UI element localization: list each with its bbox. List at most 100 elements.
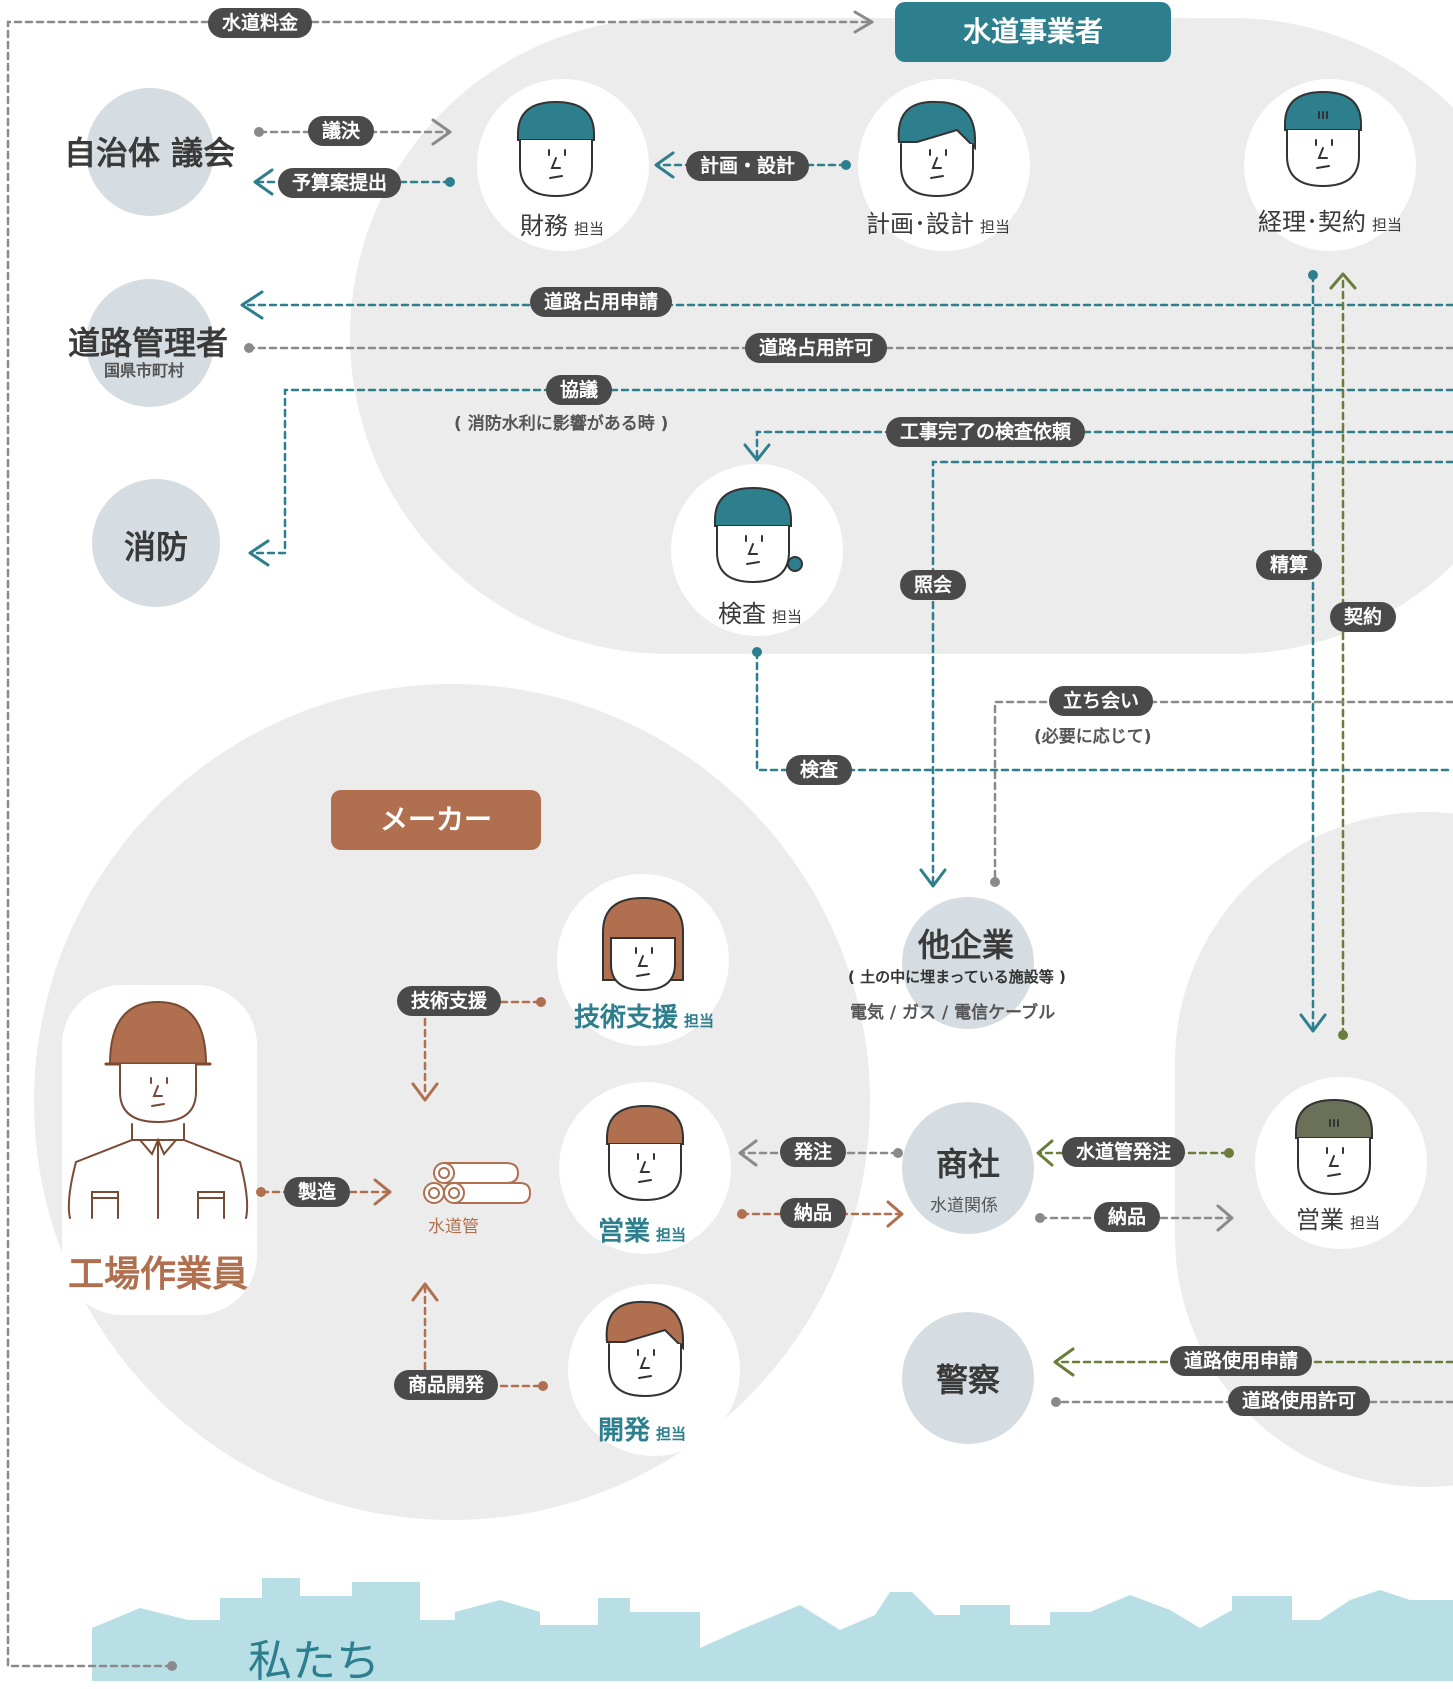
arrow-gijutsu [411,1082,439,1102]
pill-kensa: 検査 [786,755,853,785]
eigyo-maker-person-icon [606,1104,684,1202]
dot-suidokan-hatchu [1224,1148,1234,1158]
dot-us [167,1661,177,1671]
eigyo-right-person-icon [1295,1098,1373,1196]
arrow-kyogi [248,539,270,567]
doro-circle [86,279,214,407]
dot-keiyaku [1338,1030,1348,1040]
keiri-name: 経理･契約担当 [1258,208,1403,236]
line-kyogi [253,388,1453,555]
dot-hatchu [893,1148,903,1158]
pill-doro-kyoka: 道路占用許可 [745,333,888,363]
pill-gijutsu-shien: 技術支援 [397,986,502,1016]
pill-seisan: 精算 [1256,550,1323,580]
suidokan-label: 水道管 [428,1217,479,1237]
tagigyo-sub2: 電気 / ガス / 電信ケーブル [850,1003,1056,1023]
dot-yosanan [445,177,455,187]
watashitachi-label: 私たち [248,1636,380,1687]
dot-doro-kyoka [244,343,254,353]
kojo-label: 工場作業員 [68,1254,249,1295]
arrow-shokai [919,868,947,888]
pill-tachiai: 立ち会い [1049,686,1154,716]
dot-nohin1 [737,1209,747,1219]
arrow-shohin [411,1282,439,1302]
dot-shohin [538,1381,548,1391]
arrow-suido-ryokin [853,10,874,34]
doro-sub-label: 国県市町村 [104,361,185,380]
kyogi-note: ( 消防水利に影響がある時 ) [454,414,669,434]
shosha-sub: 水道関係 [930,1196,998,1216]
tagigyo-circle [902,897,1034,1029]
maker-header: メーカー [331,790,541,850]
water-business-header: 水道事業者 [895,2,1171,62]
pill-keikaku-sekkei: 計画・設計 [686,151,810,181]
arrow-kanryo-kensa [743,443,771,462]
arrow-nohin2 [1216,1204,1234,1232]
pill-doro-shiyo-shinsei: 道路使用申請 [1170,1346,1313,1376]
line-suido-ryokin [6,20,872,1668]
arrow-seisan [1299,1013,1327,1033]
zaimu-name: 財務担当 [520,212,605,240]
doro-label: 道路管理者 [68,324,229,362]
line-shokai [931,460,1453,887]
pill-suido-ryokin: 水道料金 [208,8,313,38]
dot-seisan [1308,270,1318,280]
jichitai-label: 自治体 議会 [64,134,236,172]
tagigyo-label: 他企業 [918,926,1015,964]
arrow-doro-shinsei [240,290,264,320]
pill-keiyaku: 契約 [1330,602,1397,632]
keikaku-person-icon [897,100,976,198]
pill-seizo: 製造 [284,1177,351,1207]
line-kensa [755,650,1453,772]
pill-yosanan: 予算案提出 [278,168,402,198]
dot-doro-shiyo-kyoka [1051,1397,1061,1407]
arrow-giketsu [431,118,452,146]
pill-doro-shinsei: 道路占用申請 [530,287,673,317]
kensa-person-icon [714,486,803,584]
dot-keikaku [841,160,851,170]
kensa-name: 検査担当 [718,600,803,628]
city-skyline [92,1578,1453,1681]
water-pipe-icon [423,1162,532,1204]
pill-shohin-kaihatsu: 商品開発 [394,1370,499,1400]
dot-kensa [752,647,762,657]
shosha-circle [902,1102,1034,1234]
eigyo-maker-name: 営業担当 [598,1217,687,1247]
dot-giketsu [254,127,264,137]
kaihatsu-person-icon [605,1300,684,1398]
pill-hatchu: 発注 [780,1137,847,1167]
pill-suidokan-hatchu: 水道管発注 [1062,1137,1186,1167]
dot-tachiai [990,877,1000,887]
line-tachiai [993,700,1453,884]
pill-shokai: 照会 [900,570,967,600]
arrow-seizo [373,1178,392,1206]
arrow-keiyaku [1329,272,1357,290]
tachiai-note: (必要に応じて) [1034,727,1152,747]
kaihatsu-name: 開発担当 [598,1416,687,1446]
tagigyo-sub1: ( 土の中に埋まっている施設等 ) [848,968,1066,986]
keikaku-name: 計画･設計担当 [866,210,1011,238]
shobo-label: 消防 [124,528,189,566]
jichitai-circle [86,88,214,216]
arrow-suidokan-hatchu [1036,1139,1054,1167]
arrow-hatchu [738,1139,758,1167]
pill-doro-shiyo-kyoka: 道路使用許可 [1228,1386,1371,1416]
keiri-person-icon [1284,90,1362,188]
pill-giketsu: 議決 [308,116,375,146]
gijutsu-person-icon [602,896,684,992]
pill-kanryo-kensa: 工事完了の検査依頼 [886,417,1086,447]
dot-seizo [256,1187,266,1197]
arrow-keikaku-sekkei [654,151,675,179]
line-kanryo-kensa [755,430,1453,460]
kojo-card [62,985,257,1315]
keisatsu-circle [902,1312,1034,1444]
zaimu-person-icon [517,100,595,198]
arrow-yosanan [253,168,274,196]
arrow-nohin1 [886,1200,904,1228]
dot-gijutsu [536,997,546,1007]
shosha-label: 商社 [936,1145,1001,1183]
factory-worker-icon [67,1000,249,1219]
gijutsu-name: 技術支援担当 [574,1003,715,1033]
arrow-doro-shiyo-shinsei [1053,1347,1075,1377]
